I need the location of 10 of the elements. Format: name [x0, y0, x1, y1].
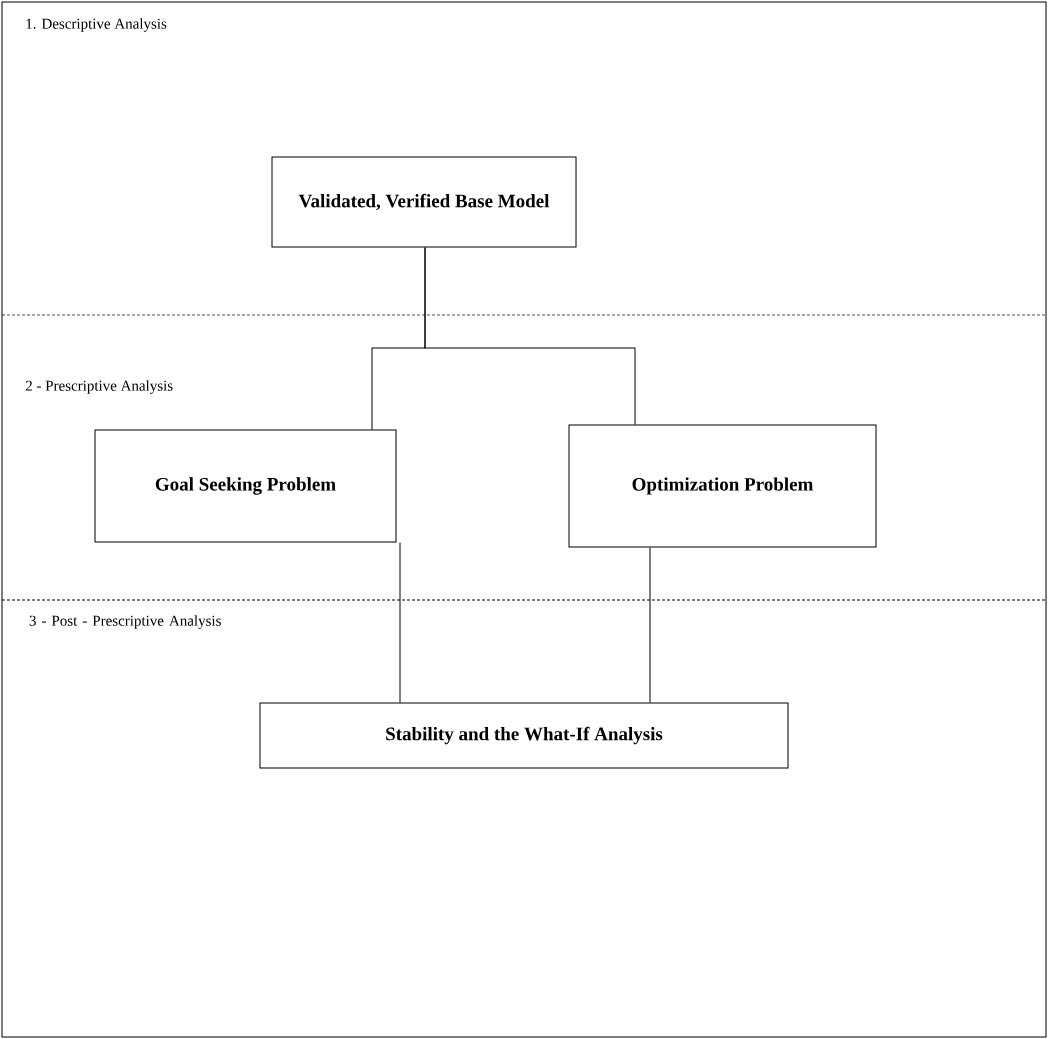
process-box: Stability and the What-If Analysis [259, 702, 789, 769]
connector-line [424, 247, 636, 425]
connector-line [649, 547, 651, 703]
process-box: Validated, Verified Base Model [271, 156, 577, 248]
section-label: 3 - Post - Prescriptive Analysis [29, 615, 221, 629]
process-box: Optimization Problem [568, 424, 877, 548]
section-label: 2 - Prescriptive Analysis [25, 380, 173, 394]
process-box: Goal Seeking Problem [94, 429, 397, 543]
connector-line [399, 542, 401, 703]
section-label: 1. Descriptive Analysis [26, 18, 167, 32]
